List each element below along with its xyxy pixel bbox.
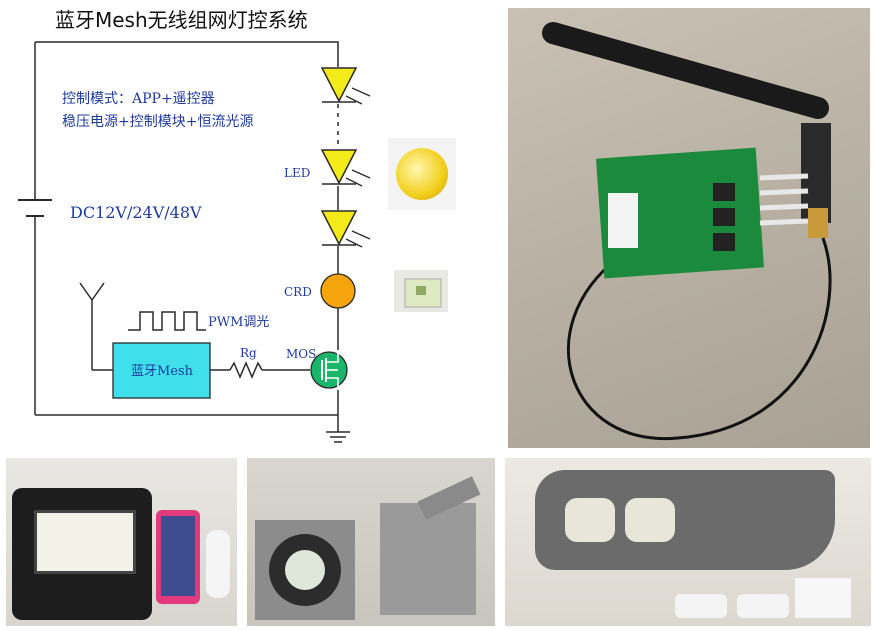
led-symbol-1 bbox=[320, 67, 371, 105]
mos-label: MOS bbox=[286, 347, 316, 361]
power-label: DC12V/24V/48V bbox=[70, 203, 202, 222]
led-symbol-2 bbox=[320, 149, 371, 187]
street-light-photo bbox=[505, 458, 871, 626]
crd-symbol bbox=[320, 273, 356, 309]
rg-resistor bbox=[229, 361, 263, 379]
spot-light-photo bbox=[247, 458, 495, 626]
mode-line-2: 稳压电源+控制模块+恒流光源 bbox=[62, 114, 253, 130]
flood-light-photo bbox=[6, 458, 237, 626]
mos-symbol bbox=[310, 351, 348, 389]
pcb-module-photo bbox=[508, 8, 870, 448]
pwm-label: PWM调光 bbox=[208, 315, 269, 330]
crd-label: CRD bbox=[284, 285, 312, 299]
led-label: LED bbox=[284, 166, 310, 180]
circuit-diagram: 控制模式：APP+遥控器 稳压电源+控制模块+恒流光源 DC12V/24V/48… bbox=[18, 41, 371, 443]
pwm-waveform bbox=[128, 311, 206, 331]
bluetooth-mesh-module bbox=[112, 342, 211, 399]
rg-label: Rg bbox=[240, 346, 257, 360]
mode-line-1: 控制模式：APP+遥控器 bbox=[62, 91, 215, 107]
wire-top bbox=[35, 41, 339, 67]
ground-symbol bbox=[326, 431, 350, 443]
led-symbol-3 bbox=[320, 210, 371, 248]
battery-symbol bbox=[18, 199, 52, 217]
crd-chip-photo bbox=[394, 270, 448, 312]
diagram-title: 蓝牙Mesh无线组网灯控系统 bbox=[55, 8, 308, 32]
led-chip-photo bbox=[388, 138, 456, 210]
module-label: 蓝牙Mesh bbox=[131, 364, 194, 379]
